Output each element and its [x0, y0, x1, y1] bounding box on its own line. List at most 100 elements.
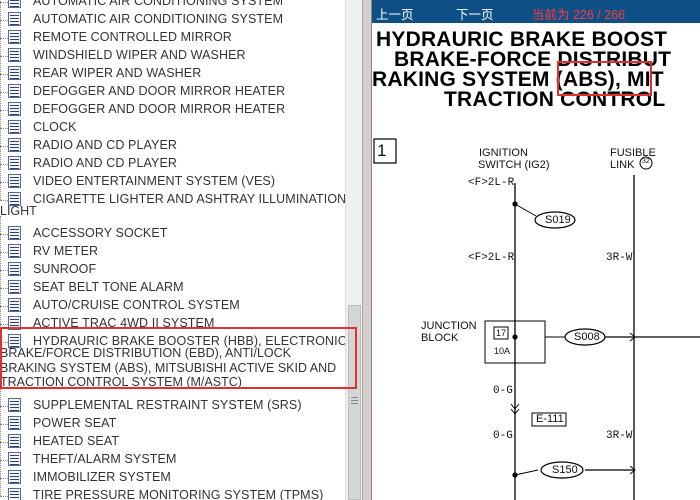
tree-item-label: DEFOGGER AND DOOR MIRROR HEATER [33, 102, 286, 116]
page-indicator: 当前为 226 / 266 [532, 8, 626, 22]
scrollbar-grip-icon [351, 397, 358, 404]
tree-item-label: CIGARETTE LIGHTER AND ASHTRAY ILLUMINATI… [33, 192, 345, 206]
splice-s008-oval [564, 328, 606, 346]
tree-connector [0, 495, 8, 497]
tree-scrollbar[interactable] [345, 0, 362, 500]
junction-label-2: BLOCK [421, 332, 459, 344]
tree-connector [0, 146, 1, 164]
tree-connector [0, 441, 1, 460]
wire-og-1: 0-G [493, 385, 513, 397]
tree-connector [0, 110, 8, 111]
ignition-label-2: SWITCH (IG2) [478, 159, 550, 171]
tree-connector [0, 252, 8, 253]
wiring-diagram [373, 138, 700, 500]
document-icon [8, 156, 21, 170]
tree-connector [0, 459, 8, 461]
tree-connector [0, 270, 1, 288]
tree-item-label: AUTOMATIC AIR CONDITIONING SYSTEM [33, 12, 284, 26]
tree-item-label-continuation[interactable]: TRACTION CONTROL SYSTEM (M/ASTC) [0, 375, 242, 389]
section-number: 1 [377, 141, 387, 160]
tree-connector [0, 128, 8, 129]
tree-connector [0, 2, 8, 3]
document-icon [8, 451, 21, 466]
wire-f2lr-top: <F>2L-R [468, 177, 515, 189]
document-icon [8, 397, 21, 412]
doc-title-line-4: TRACTION CONTROL [444, 88, 666, 111]
fusible-label-1: FUSIBLE [610, 147, 656, 159]
document-icon [8, 262, 21, 276]
next-page-link[interactable]: 下一页 [456, 8, 494, 22]
wire-f2lr-mid: <F>2L-R [468, 252, 515, 264]
document-icon [8, 30, 21, 44]
tree-item-label-continuation[interactable]: LIGHT [0, 204, 37, 218]
prev-page-link[interactable]: 上一页 [376, 8, 414, 22]
tree-connector [0, 200, 8, 201]
document-icon [8, 334, 21, 348]
splice-s019: S019 [545, 214, 571, 226]
doc-title-line-1: HYDRAURIC BRAKE BOOST [376, 28, 668, 51]
tree-connector [0, 182, 8, 183]
tree-connector [0, 423, 1, 442]
document-icon [8, 487, 21, 500]
tree-item-label: RADIO AND CD PLAYER [33, 156, 178, 170]
document-icon [8, 138, 21, 152]
tree-connector [0, 38, 8, 39]
wire-3rw-top: 3R-W [606, 252, 633, 264]
tree-item-label: RADIO AND CD PLAYER [33, 138, 178, 152]
tree-connector [0, 234, 8, 235]
tree-connector [0, 477, 1, 496]
junction-block-box [484, 320, 546, 364]
splice-s008: S008 [574, 331, 600, 343]
tree-item-label: HEATED SEAT [33, 433, 120, 448]
tree-connector [0, 342, 8, 343]
tree-item-label: REAR WIPER AND WASHER [33, 66, 202, 80]
tree-connector [0, 216, 1, 234]
document-icon [8, 298, 21, 312]
fuse-number: 17 [496, 328, 507, 338]
tree-connector [0, 56, 1, 74]
tree-connector [0, 0, 1, 2]
document-icon [8, 226, 21, 240]
tree-connector [0, 477, 8, 479]
document-icon [8, 280, 21, 294]
splice-s150: S150 [552, 464, 578, 476]
document-icon [8, 415, 21, 430]
tree-connector [0, 56, 8, 57]
tree-item-label: TIRE PRESSURE MONITORING SYSTEM (TPMS) [33, 487, 324, 500]
tree-item-label: CLOCK [33, 120, 77, 134]
document-icon [8, 244, 21, 258]
tree-connector [0, 92, 8, 93]
tree-connector [0, 182, 1, 200]
tree-connector [0, 324, 1, 342]
tree-item-label-continuation[interactable]: BRAKING SYSTEM (ABS), MITSUBISHI ACTIVE … [0, 360, 337, 375]
fuse-amperage: 10A [494, 346, 511, 356]
document-icon [8, 84, 21, 98]
tree-connector [0, 306, 1, 324]
tree-item-label: HYDRAURIC BRAKE BOOSTER (HBB), ELECTRONI… [33, 334, 345, 348]
connector-box [531, 412, 567, 427]
tree-connector [0, 146, 8, 147]
tree-connector [0, 92, 1, 110]
tree-item-label: ACTIVE TRAC 4WD II SYSTEM [33, 316, 215, 330]
tree-connector [0, 110, 1, 128]
document-icon [8, 433, 21, 448]
document-icon [8, 174, 21, 188]
tree-connector [0, 38, 1, 56]
wire-og-2: 0-G [493, 430, 513, 442]
document-icon [8, 192, 21, 206]
document-icon [8, 66, 21, 80]
tree-item-label: SUPPLEMENTAL RESTRAINT SYSTEM (SRS) [33, 397, 302, 412]
tree-connector [0, 20, 1, 38]
tree-item-label-continuation[interactable]: BRAKE/FORCE DISTRIBUTION (EBD), ANTI/LOC… [0, 346, 292, 360]
document-icon [8, 0, 21, 8]
document-icon [8, 120, 21, 134]
tree-connector [0, 20, 8, 21]
tree-connector [0, 288, 1, 306]
tree-item-label: REMOTE CONTROLLED MIRROR [33, 30, 232, 44]
tree-item-label: ACCESSORY SOCKET [33, 226, 168, 240]
pane-splitter[interactable] [362, 0, 372, 500]
tree-item-label: RV METER [33, 244, 99, 258]
document-icon [8, 469, 21, 484]
tree-item-label: AUTO/CRUISE CONTROL SYSTEM [33, 298, 240, 312]
